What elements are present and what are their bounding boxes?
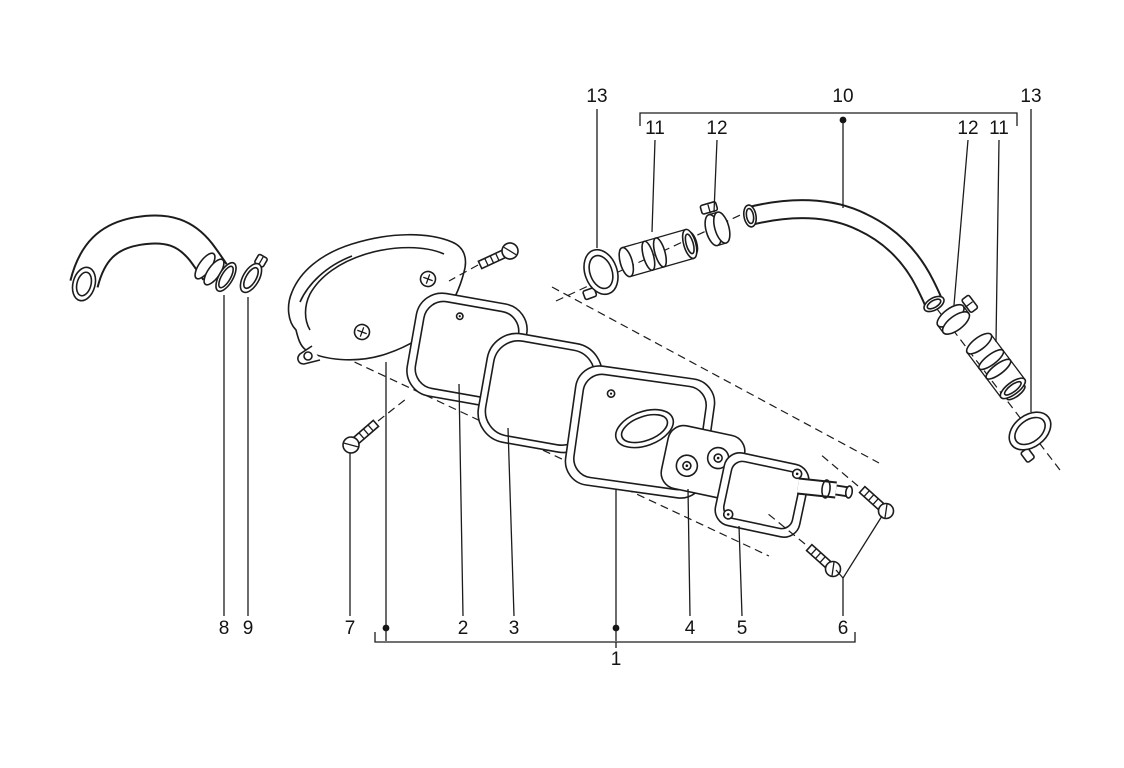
outlet-cover-screw-upper	[858, 485, 895, 520]
callout-5-label: 5	[737, 618, 748, 639]
ring-clamp-left	[582, 248, 619, 301]
hose-end-ring	[215, 261, 237, 293]
hose-connector-right	[965, 332, 1027, 401]
callout-10-label: 10	[832, 86, 853, 107]
intake-hose	[69, 214, 228, 302]
group-10-bracket	[639, 112, 1018, 208]
breather-hose	[742, 199, 945, 313]
outlet-cover-screw-lower	[805, 543, 842, 578]
cover-screw-rear	[419, 270, 437, 288]
callout-12-right-label: 12	[957, 118, 978, 139]
callout-8-label: 8	[219, 618, 230, 639]
callout-3-label: 3	[509, 618, 520, 639]
callout-4-label: 4	[685, 618, 696, 639]
bottom-leader-lines	[223, 295, 883, 617]
callout-11-right-label: 11	[989, 118, 1009, 139]
callout-9-label: 9	[243, 618, 254, 639]
callout-6-label: 6	[838, 618, 849, 639]
cover-screw-front	[353, 323, 371, 341]
callout-11-left-label: 11	[645, 118, 665, 139]
cover-mounting-screw-left	[342, 419, 380, 454]
group-1-bracket	[374, 362, 856, 648]
top-leader-lines	[596, 109, 1032, 412]
callout-labels: 13 11 12 10 12 11 13 8 9 7 2 3 4 5 6 1	[219, 86, 1042, 670]
cover-mounting-screw-top	[477, 242, 519, 270]
callout-13-left-label: 13	[586, 86, 607, 107]
callout-1-label: 1	[611, 649, 622, 670]
hose-connector-left	[618, 228, 699, 278]
band-clamp-right	[936, 294, 979, 335]
callout-12-left-label: 12	[706, 118, 727, 139]
callout-7-label: 7	[345, 618, 356, 639]
ring-clamp-right	[1008, 411, 1052, 463]
band-clamp-left	[699, 201, 731, 247]
callout-2-label: 2	[458, 618, 469, 639]
callout-13-right-label: 13	[1020, 86, 1041, 107]
outlet-cover	[714, 452, 854, 538]
hose-clamp	[239, 253, 268, 294]
